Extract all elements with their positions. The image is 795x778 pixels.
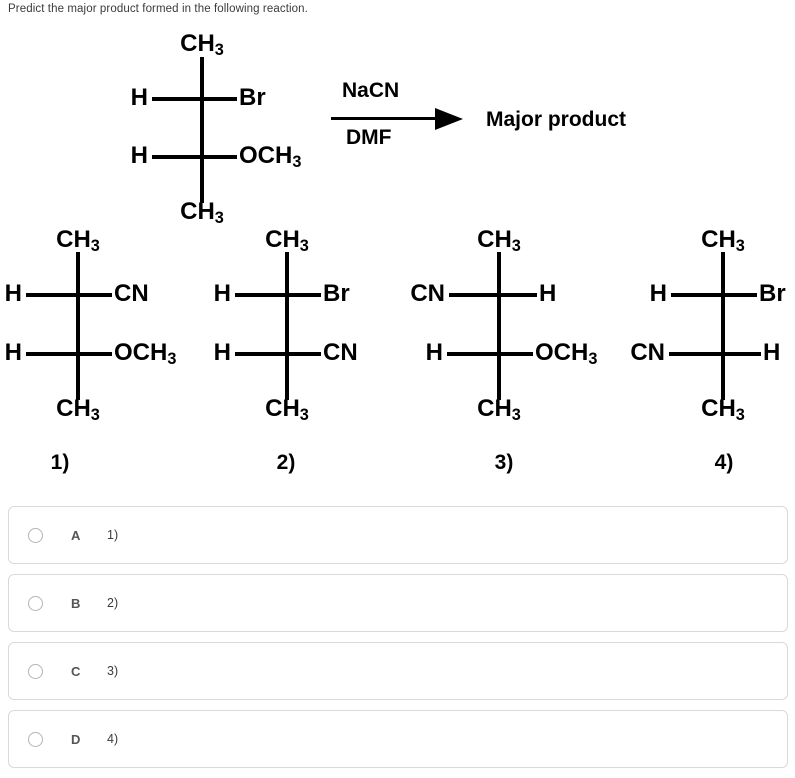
bond-vertical-lower	[721, 352, 725, 400]
label-upper-right: CN	[114, 280, 149, 307]
bond-upper-left	[671, 293, 725, 297]
bond-vertical-middle	[285, 294, 289, 356]
radio-button-d[interactable]	[28, 731, 43, 747]
bond-vertical-middle	[721, 294, 725, 356]
label-top-group: CH3	[180, 30, 224, 60]
structure-caption-3: 3)	[494, 451, 514, 474]
bond-vertical-upper	[721, 252, 725, 298]
label-top-group: CH3	[701, 226, 745, 256]
answer-text-d: 4)	[107, 732, 119, 746]
bond-upper-right	[285, 293, 321, 297]
candidate-structure-3: CH3 CH3 CN H H OCH3	[0, 0, 620, 470]
bond-vertical-upper	[200, 57, 204, 103]
label-lower-left: H	[130, 142, 148, 169]
bond-vertical-lower	[285, 352, 289, 400]
answer-option-b[interactable]: B 2)	[8, 574, 788, 632]
label-top-group: CH3	[265, 226, 309, 256]
bond-vertical-upper	[76, 252, 80, 298]
label-lower-left: H	[4, 339, 22, 366]
label-top-group: CH3	[477, 226, 521, 256]
arrow-head	[435, 108, 463, 130]
answer-option-c[interactable]: C 3)	[8, 642, 788, 700]
bond-upper-left	[449, 293, 501, 297]
label-lower-left: CN	[630, 339, 665, 366]
structure-caption-1: 1)	[50, 451, 70, 474]
answer-letter-d: D	[71, 731, 81, 747]
label-lower-right: OCH3	[239, 142, 302, 172]
bond-vertical-lower	[200, 155, 204, 203]
bond-lower-left	[26, 352, 80, 356]
radio-button-b[interactable]	[28, 595, 43, 611]
bond-upper-left	[152, 97, 204, 101]
bond-vertical-lower	[76, 352, 80, 400]
label-upper-right: H	[539, 280, 557, 307]
label-top-group: CH3	[56, 226, 100, 256]
candidate-structure-1: CH3 CH3 H CN H OCH3	[0, 0, 200, 470]
answer-letter-c: C	[71, 663, 81, 679]
answer-text-b: 2)	[107, 596, 119, 610]
structure-caption-2: 2)	[276, 451, 296, 474]
solvent-label: DMF	[346, 126, 392, 149]
label-bottom-group: CH3	[56, 395, 100, 425]
bond-lower-left	[152, 155, 204, 159]
answer-option-a[interactable]: A 1)	[8, 506, 788, 564]
question-prompt: Predict the major product formed in the …	[8, 3, 308, 15]
bond-lower-right	[200, 155, 237, 159]
label-upper-left: CN	[410, 280, 445, 307]
label-upper-right: Br	[323, 280, 350, 307]
label-upper-left: H	[213, 280, 231, 307]
bond-lower-right	[497, 352, 533, 356]
bond-lower-left	[235, 352, 289, 356]
candidate-structure-4: CH3 CH3 H Br CN H	[630, 226, 786, 425]
radio-button-a[interactable]	[28, 527, 43, 543]
label-lower-left: H	[425, 339, 443, 366]
bond-vertical-middle	[497, 294, 501, 356]
answer-options-list: A 1) B 2) C 3) D 4)	[8, 506, 788, 778]
bond-lower-right	[76, 352, 112, 356]
label-lower-right: H	[763, 339, 781, 366]
answer-letter-a: A	[71, 527, 81, 543]
label-upper-right: Br	[759, 280, 786, 307]
bond-upper-left	[235, 293, 289, 297]
label-lower-right: OCH3	[114, 339, 177, 369]
bond-upper-right	[497, 293, 537, 297]
label-upper-right: Br	[239, 84, 266, 111]
label-lower-right: CN	[323, 339, 358, 366]
label-lower-right: OCH3	[535, 339, 598, 369]
answer-text-a: 1)	[107, 528, 119, 542]
bond-upper-left	[26, 293, 80, 297]
bond-upper-right	[200, 97, 237, 101]
label-upper-left: H	[4, 280, 22, 307]
bond-vertical-upper	[497, 252, 501, 298]
bond-upper-right	[721, 293, 757, 297]
label-upper-left: H	[130, 84, 148, 111]
label-bottom-group: CH3	[180, 198, 224, 228]
answer-letter-b: B	[71, 595, 81, 611]
label-bottom-group: CH3	[477, 395, 521, 425]
bond-lower-left	[447, 352, 501, 356]
bond-lower-right	[285, 352, 321, 356]
answer-option-d[interactable]: D 4)	[8, 710, 788, 768]
bond-upper-right	[76, 293, 112, 297]
answer-text-c: 3)	[107, 664, 119, 678]
bond-lower-left	[669, 352, 725, 356]
reactant-structure: CH3 CH3 H Br H OCH3	[0, 0, 340, 228]
bond-vertical-middle	[200, 99, 204, 159]
reagent-label: NaCN	[342, 79, 400, 102]
product-label: Major product	[486, 108, 626, 131]
bond-vertical-lower	[497, 352, 501, 400]
label-bottom-group: CH3	[265, 395, 309, 425]
candidate-structure-2: CH3 CH3 H Br H CN	[0, 0, 400, 470]
label-lower-left: H	[213, 339, 231, 366]
bond-lower-right	[721, 352, 761, 356]
arrow-shaft	[331, 117, 439, 120]
radio-button-c[interactable]	[28, 663, 43, 679]
label-upper-left: H	[649, 280, 667, 307]
label-bottom-group: CH3	[701, 395, 745, 425]
structure-caption-4: 4)	[714, 451, 734, 474]
bond-vertical-middle	[76, 294, 80, 356]
bond-vertical-upper	[285, 252, 289, 298]
